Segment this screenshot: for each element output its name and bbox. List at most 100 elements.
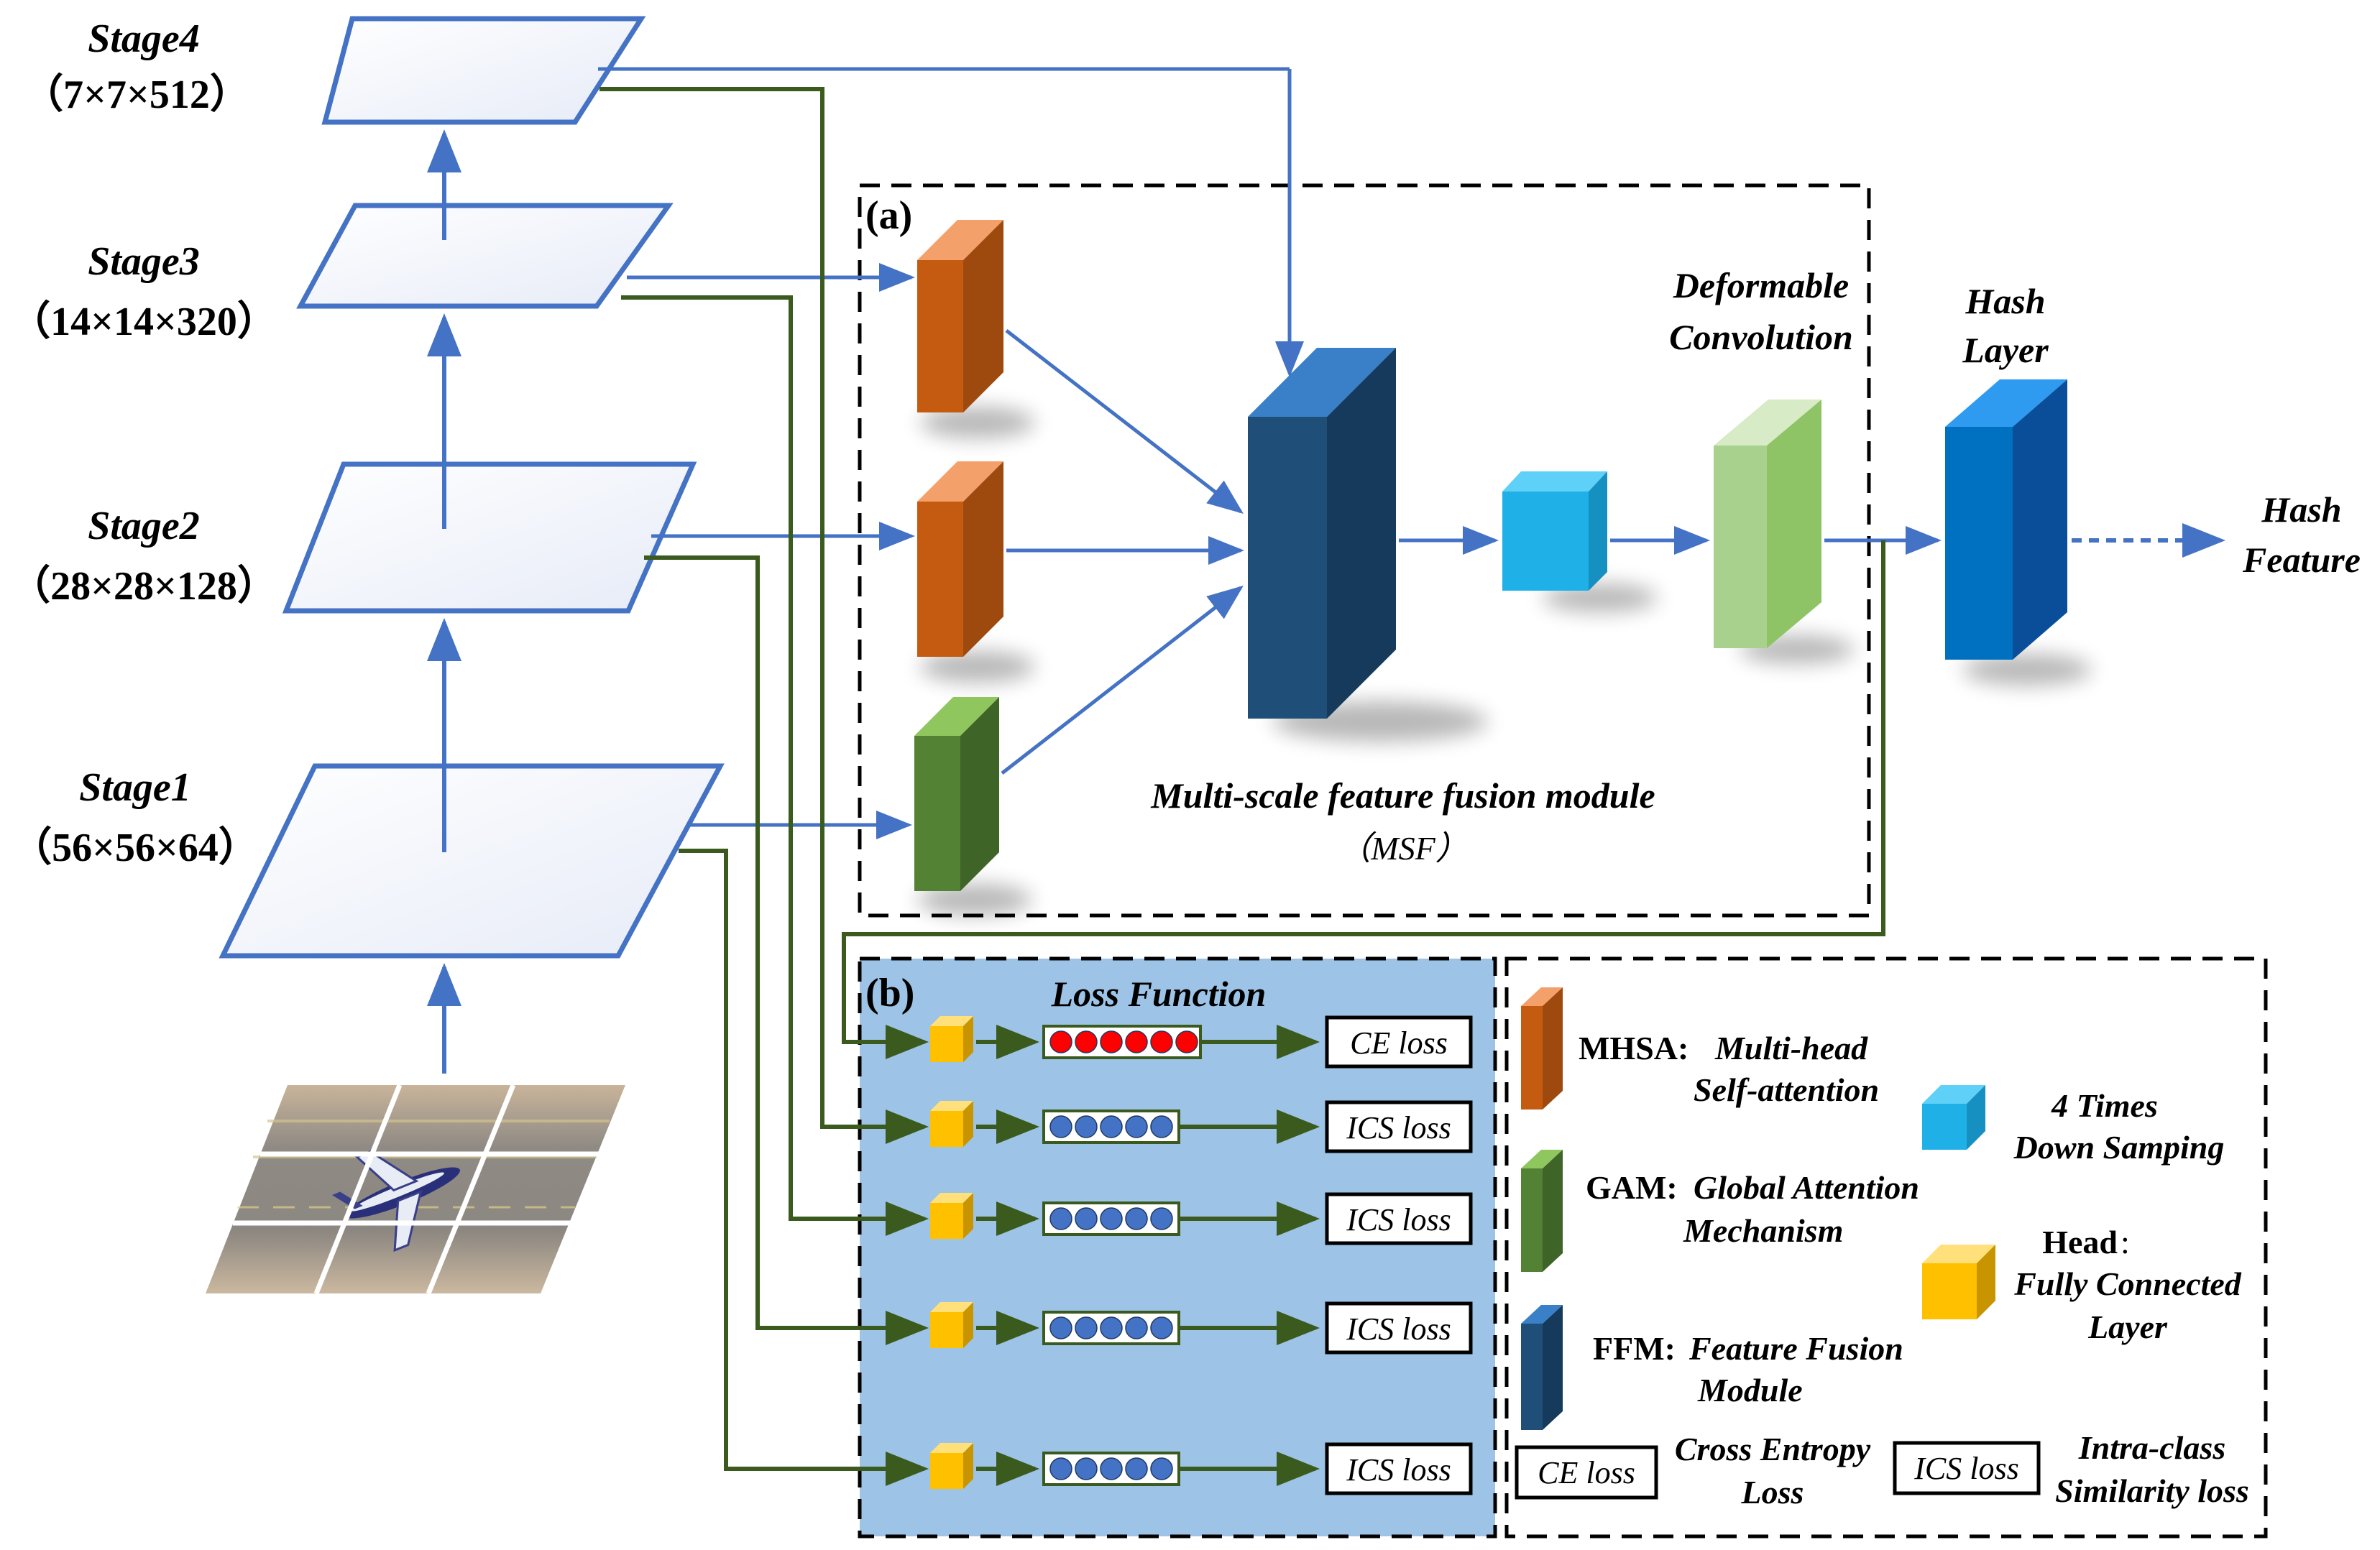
ics-dot <box>1125 1207 1148 1230</box>
legend-mhsa-desc2: Self-attention <box>1694 1071 1879 1108</box>
legend-down-desc2: Down Samping <box>2013 1129 2225 1166</box>
legend-mhsa-cube <box>1521 987 1563 1110</box>
stage2-label: Stage2 <box>88 504 200 548</box>
ics-dot <box>1049 1457 1072 1480</box>
ics-dot <box>1049 1115 1072 1138</box>
hash-layer-block <box>1945 379 2067 660</box>
legend-gam-cube <box>1521 1150 1563 1272</box>
legend-head-desc1: Fully Connected <box>2013 1265 2242 1302</box>
stage1-dims: （56×56×64） <box>12 825 259 870</box>
hash-layer-label-1: Hash <box>1965 281 2045 321</box>
hash-feature-label-1: Hash <box>2261 489 2341 530</box>
legend-box <box>1504 956 2268 1539</box>
ics-dot <box>1100 1207 1123 1230</box>
ics-dot <box>1125 1115 1148 1138</box>
legend-ce-box-label: CE loss <box>1538 1455 1635 1490</box>
legend-down-desc1: 4 Times <box>2051 1087 2158 1124</box>
legend-ics-desc2: Similarity loss <box>2055 1472 2249 1509</box>
ics-loss-box <box>1325 1301 1473 1355</box>
legend-head-colon: : <box>2121 1224 2130 1260</box>
stage1-label: Stage1 <box>79 765 191 810</box>
gam-block <box>914 697 999 891</box>
ics-dot <box>1049 1207 1072 1230</box>
module-a-box <box>858 183 1871 918</box>
stage4-dims: （7×7×512） <box>23 72 250 117</box>
legend-mhsa-key: MHSA: <box>1579 1030 1688 1066</box>
ics-dot <box>1049 1316 1072 1339</box>
legend-ffm-cube <box>1521 1305 1563 1430</box>
ce-dot <box>1075 1030 1098 1053</box>
ce-loss-box <box>1325 1015 1473 1069</box>
ce-dot <box>1150 1030 1173 1053</box>
stage4-plane <box>321 16 646 125</box>
module-a-tag: (a) <box>865 193 912 238</box>
ics-dot <box>1125 1457 1148 1480</box>
head-cube <box>930 1443 973 1489</box>
ics-loss-label: ICS loss <box>1346 1110 1451 1145</box>
stage3-dims: （14×14×320） <box>10 299 277 344</box>
head-cube <box>930 1193 973 1239</box>
legend-ics-box-label: ICS loss <box>1913 1451 2018 1486</box>
input-image-patches <box>206 1084 625 1295</box>
block-shadows <box>917 407 2092 915</box>
legend-ce-desc2: Loss <box>1741 1474 1804 1510</box>
green-line-stage2-to-ics3 <box>644 555 929 1345</box>
ics-dot <box>1075 1115 1098 1138</box>
ics-dot <box>1075 1457 1098 1480</box>
ce-dot <box>1125 1030 1148 1053</box>
green-line-stage1-to-ics4 <box>679 849 929 1486</box>
module-b-tag: (b) <box>865 971 914 1015</box>
legend-down-cube <box>1922 1085 1985 1150</box>
legend-ce-box <box>1515 1445 1658 1500</box>
deformable-block <box>1714 400 1821 648</box>
legend-ffm-desc2: Module <box>1697 1372 1803 1408</box>
ics-dot <box>1150 1207 1173 1230</box>
arrow-gam-to-ffm <box>1001 585 1244 775</box>
ce-dot <box>1100 1030 1123 1053</box>
ffm-block <box>1248 348 1396 719</box>
stage2-dims: （28×28×128） <box>10 563 277 609</box>
legend-ffm-desc1: Feature Fusion <box>1688 1330 1903 1367</box>
legend-ics-desc1: Intra-class <box>2078 1429 2225 1466</box>
ce-dot <box>1049 1030 1072 1053</box>
ics-dot <box>1100 1457 1123 1480</box>
legend-head-key: Head <box>2042 1224 2118 1260</box>
mhsa-block-2 <box>917 461 1003 657</box>
legend-head-cube <box>1922 1245 1995 1319</box>
hash-layer-label-2: Layer <box>1962 330 2049 370</box>
legend-mhsa-desc1: Multi-head <box>1714 1030 1868 1066</box>
ce-dot <box>1175 1030 1198 1053</box>
ics-dot <box>1075 1207 1098 1230</box>
ics-loss-label: ICS loss <box>1346 1311 1451 1347</box>
airplane-icon <box>331 1150 460 1253</box>
green-line-stage4-to-ics1 <box>599 87 929 1144</box>
head-cube <box>930 1016 973 1062</box>
head-cube <box>930 1302 973 1348</box>
ics-dot <box>1075 1316 1098 1339</box>
ics-dot <box>1100 1115 1123 1138</box>
stage1-plane <box>219 763 725 959</box>
hash-feature-label-2: Feature <box>2242 540 2361 580</box>
stage2-plane <box>282 461 697 614</box>
legend-ce-desc1: Cross Entropy <box>1675 1431 1871 1467</box>
ics-loss-box <box>1325 1100 1473 1153</box>
legend-gam-desc2: Mechanism <box>1683 1212 1843 1249</box>
head-cube <box>930 1101 973 1147</box>
ics-loss-label: ICS loss <box>1346 1202 1451 1237</box>
ics-dot <box>1125 1316 1148 1339</box>
stage3-plane <box>296 203 674 309</box>
mhsa-block-1 <box>917 220 1003 412</box>
legend-gam-desc1: Global Attention <box>1694 1169 1919 1206</box>
ics-dot <box>1150 1115 1173 1138</box>
ics-loss-label: ICS loss <box>1346 1452 1451 1487</box>
downsample-cube <box>1502 471 1607 591</box>
legend-gam-key: GAM: <box>1586 1169 1678 1206</box>
legend-head-desc2: Layer <box>2087 1309 2168 1345</box>
ce-loss-label: CE loss <box>1350 1025 1448 1061</box>
green-line-stage3-to-ics2 <box>621 295 929 1236</box>
msf-subtitle: （MSF） <box>1338 830 1468 867</box>
msf-title: Multi-scale feature fusion module <box>1150 775 1655 816</box>
